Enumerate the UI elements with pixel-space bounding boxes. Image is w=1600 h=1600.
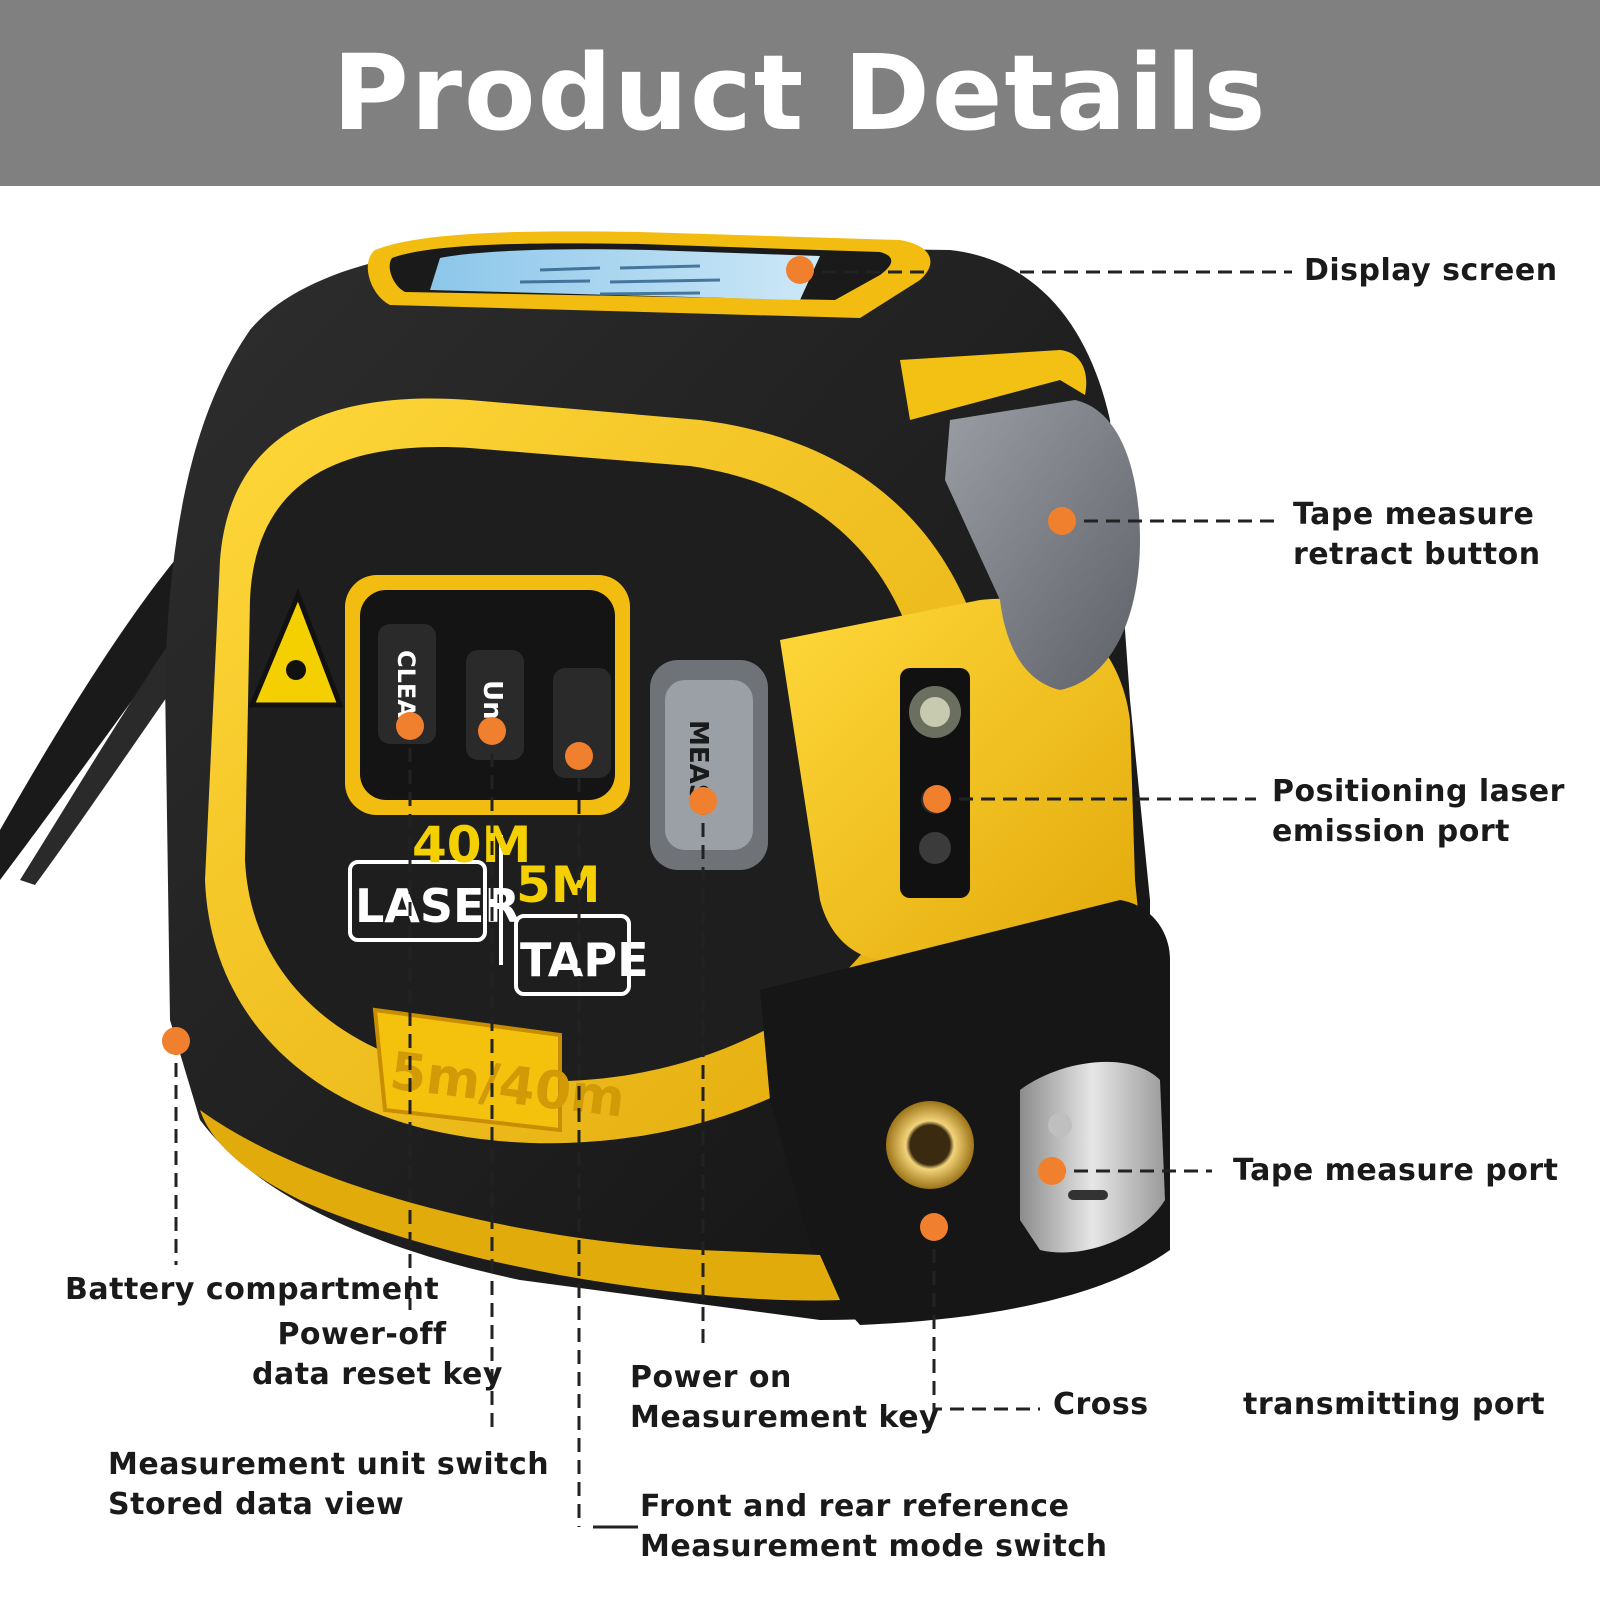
marker-cross <box>920 1213 948 1241</box>
label-power-on-line-1: Power on <box>630 1360 792 1395</box>
marker-tape-port <box>1038 1157 1066 1185</box>
marker-unit <box>478 717 506 745</box>
label-power-off-line-2: data reset key <box>252 1357 503 1392</box>
marker-reference <box>565 742 593 770</box>
label-power-on-line-2: Measurement key <box>630 1400 940 1435</box>
label-laser-port: Positioning laser emission port <box>1272 772 1565 852</box>
label-transmitting: transmitting port <box>1243 1387 1546 1422</box>
marker-laser-port <box>923 785 951 813</box>
label-cross: Cross <box>1053 1387 1149 1422</box>
label-display-screen: Display screen <box>1304 253 1558 288</box>
label-reference-line-1: Front and rear reference <box>640 1489 1070 1524</box>
marker-power-off <box>396 712 424 740</box>
label-battery: Battery compartment <box>65 1272 440 1307</box>
label-power-off: Power-off data reset key <box>252 1315 503 1395</box>
label-power-on: Power on Measurement key <box>630 1358 939 1438</box>
callout-lines <box>174 270 1292 1527</box>
tape-range-text: 5M <box>516 856 601 914</box>
laser-word-text: LASER <box>355 879 520 933</box>
label-unit-line-2: Stored data view <box>108 1487 405 1522</box>
label-retract-line-2: retract button <box>1293 537 1541 572</box>
tape-word-text: TAPE <box>520 933 649 987</box>
marker-measure <box>689 787 717 815</box>
label-unit-line-1: Measurement unit switch <box>108 1447 550 1482</box>
marker-display <box>786 256 814 284</box>
label-laser-line-2: emission port <box>1272 814 1511 849</box>
marker-battery <box>162 1027 190 1055</box>
marker-retract <box>1048 507 1076 535</box>
laser-range-text: 40M <box>412 816 531 874</box>
label-retract-line-1: Tape measure <box>1293 497 1535 532</box>
page-title: Product Details <box>332 32 1268 154</box>
label-reference-line-2: Measurement mode switch <box>640 1529 1108 1564</box>
label-laser-line-1: Positioning laser <box>1272 774 1565 809</box>
unit-key-label: Un <box>477 680 507 720</box>
label-unit-switch: Measurement unit switch Stored data view <box>108 1445 549 1525</box>
wrist-strap <box>0 560 200 885</box>
label-retract-button: Tape measure retract button <box>1293 495 1541 575</box>
label-power-off-line-1: Power-off <box>277 1317 447 1352</box>
label-reference: Front and rear reference Measurement mod… <box>640 1487 1108 1567</box>
header-banner: Product Details <box>0 0 1600 186</box>
label-tape-port: Tape measure port <box>1233 1153 1559 1188</box>
device-body <box>165 231 1170 1325</box>
callout-markers <box>162 256 1076 1241</box>
clear-key-label: CLEA <box>392 650 420 718</box>
